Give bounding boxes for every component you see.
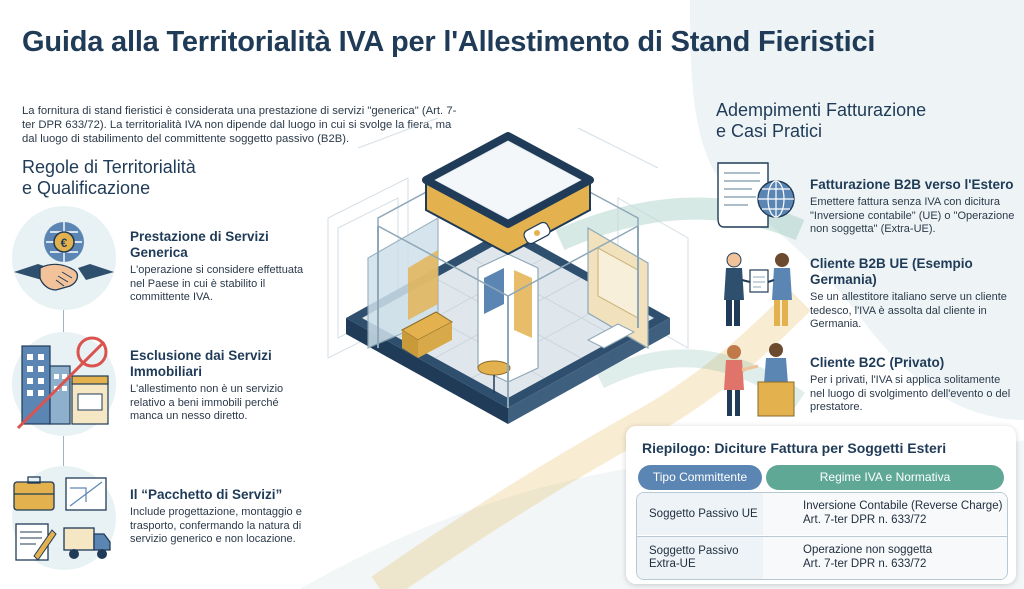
b2b-exchange-icon [718,250,798,335]
right-section-title-line2: e Casi Pratici [716,121,823,141]
column-header-client: Tipo Committente [638,465,762,490]
invoice-globe-icon [712,157,802,238]
rule-item: Esclusione dai Servizi Immobiliari L'all… [130,348,310,424]
rule-title: Esclusione dai Servizi Immobiliari [130,348,272,379]
case-title: Cliente B2C (Privato) [810,355,945,370]
rule-title: Il “Pacchetto di Servizi” [130,487,283,502]
page-title: Guida alla Territorialità IVA per l'Alle… [22,26,876,58]
case-title: Fatturazione B2B verso l'Estero [810,177,1014,192]
regime-cell: Inversione Contabile (Reverse Charge) Ar… [763,493,1007,535]
case-item: Cliente B2B UE (Esempio Germania) Se un … [810,256,1015,332]
svg-text:€: € [61,236,68,250]
right-section-title: Adempimenti Fatturazione e Casi Pratici [716,100,926,142]
law-text: Art. 7-ter DPR n. 633/72 [803,558,927,570]
handshake-euro-globe-icon: € [12,206,116,310]
regime-cell: Operazione non soggetta Art. 7-ter DPR n… [763,537,1007,579]
summary-card: Riepilogo: Diciture Fattura per Soggetti… [626,426,1016,584]
case-text: Se un allestitore italiano serve un clie… [810,291,1007,330]
client-cell: Soggetto Passivo Extra-UE [649,545,739,570]
connector-line [63,432,64,468]
rule-text: L'allestimento non è un servizio relativ… [130,383,284,422]
summary-title: Riepilogo: Diciture Fattura per Soggetti… [642,440,947,456]
case-text: Per i privati, l'IVA si applica solitame… [810,374,1011,413]
b2c-customer-icon [718,340,798,425]
case-title: Cliente B2B UE (Esempio Germania) [810,256,973,287]
building-no-real-estate-icon [12,332,116,436]
left-section-title: Regole di Territorialità e Qualificazion… [22,157,196,199]
column-header-regime: Regime IVA e Normativa [766,465,1004,490]
connector-line [63,302,64,336]
left-section-title-line2: e Qualificazione [22,178,151,198]
summary-table: Soggetto Passivo UE Inversione Contabile… [636,492,1008,580]
law-text: Art. 7-ter DPR n. 633/72 [803,514,927,526]
left-section-title-line1: Regole di Territorialità [22,157,196,177]
case-text: Emettere fattura senza IVA con dicitura … [810,196,1015,235]
rule-text: Include progettazione, montaggio e trasp… [130,506,302,545]
regime-text: Inversione Contabile (Reverse Charge) [803,500,1003,512]
rule-item: Il “Pacchetto di Servizi” Include proget… [130,487,310,547]
table-row: Soggetto Passivo Extra-UE Operazione non… [637,536,1007,579]
service-package-icon [12,466,116,570]
client-cell: Soggetto Passivo UE [649,507,758,520]
case-item: Cliente B2C (Privato) Per i privati, l'I… [810,355,1015,415]
rule-item: Prestazione di Servizi Generica L'operaz… [130,229,310,305]
intro-text: La fornitura di stand fieristici è consi… [22,105,457,145]
regime-text: Operazione non soggetta [803,544,933,556]
rule-title: Prestazione di Servizi Generica [130,229,269,260]
table-row: Soggetto Passivo UE Inversione Contabile… [637,493,1007,535]
case-item: Fatturazione B2B verso l'Estero Emettere… [810,177,1015,237]
exhibition-stand-illustration [327,118,689,424]
right-section-title-line1: Adempimenti Fatturazione [716,100,927,120]
rule-text: L'operazione si considere effettuata nel… [130,264,304,303]
